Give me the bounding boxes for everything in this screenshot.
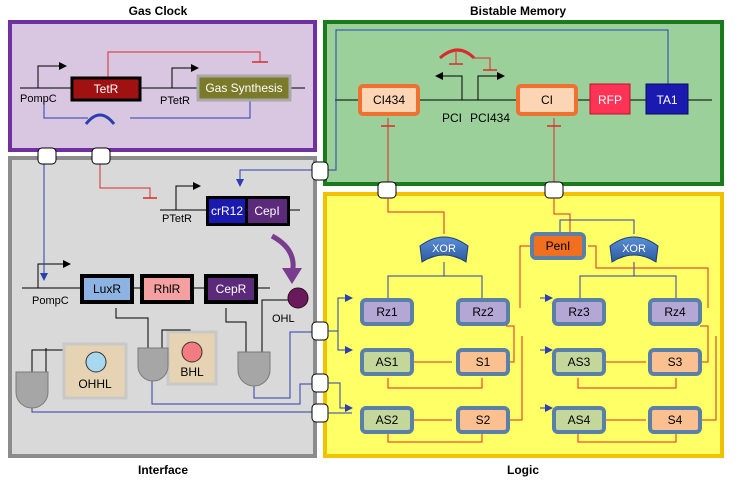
tetr-label: TetR xyxy=(94,82,119,96)
cepi-box xyxy=(248,199,287,223)
xor2-label: XOR xyxy=(622,243,646,255)
penl-box xyxy=(530,232,586,260)
ci434-label: CI434 xyxy=(373,93,405,107)
rfp-label: RFP xyxy=(598,93,622,107)
gas-synthesis-label: Gas Synthesis xyxy=(205,81,282,95)
rhlr-box xyxy=(144,278,190,300)
rz1-label: Rz1 xyxy=(376,305,398,319)
bhl-molecule xyxy=(181,341,203,363)
xor-gate-1 xyxy=(419,236,469,263)
logic-wiring xyxy=(328,198,717,443)
s3-box xyxy=(648,348,702,376)
cepi-label: CepI xyxy=(254,204,279,218)
as1-box xyxy=(360,348,414,376)
ohhl-molecule xyxy=(85,351,107,373)
as3-box xyxy=(552,348,606,376)
ci434-box xyxy=(358,84,420,116)
rz4-box xyxy=(648,298,702,326)
title-logic: Logic xyxy=(507,463,539,477)
cepr-box xyxy=(208,278,254,300)
s4-box xyxy=(648,406,702,434)
ohhl-label: OHHL xyxy=(78,377,112,391)
and-gate-2 xyxy=(137,347,169,382)
s2-label: S2 xyxy=(476,413,491,427)
title-bistable-memory: Bistable Memory xyxy=(470,4,566,18)
s2-box xyxy=(456,406,510,434)
ta1-label: TA1 xyxy=(656,93,677,107)
s1-label: S1 xyxy=(476,355,491,369)
pci-label: PCI xyxy=(442,111,462,125)
ohl-label: OHL xyxy=(272,313,295,325)
interface-pompc-label: PompC xyxy=(32,295,69,307)
as3-label: AS3 xyxy=(568,355,591,369)
gas-clock-promoter1-label: PompC xyxy=(20,93,57,105)
and-gate-3 xyxy=(237,351,271,387)
xor-gate-2 xyxy=(609,236,659,263)
and-gate-1 xyxy=(15,371,49,409)
rhlr-label: RhlR xyxy=(154,282,181,296)
gas-synthesis-box xyxy=(196,74,292,102)
luxr-label: LuxR xyxy=(93,282,121,296)
bhl-box xyxy=(166,330,218,386)
as2-box xyxy=(360,406,414,434)
crr12-box xyxy=(209,199,245,223)
bhl-label: BHL xyxy=(180,365,204,379)
gas-clock-promoter2-label: PTetR xyxy=(160,95,190,107)
s1-box xyxy=(456,348,510,376)
pci434-label: PCI434 xyxy=(470,111,510,125)
ohl-molecule xyxy=(287,287,309,309)
cepr-label: CepR xyxy=(216,282,247,296)
rfp-box xyxy=(589,83,631,115)
ci-label: CI xyxy=(541,93,553,107)
s3-label: S3 xyxy=(668,355,683,369)
rz1-box xyxy=(360,298,414,326)
as4-label: AS4 xyxy=(568,413,591,427)
rz2-label: Rz2 xyxy=(472,305,494,319)
rz2-box xyxy=(456,298,510,326)
rz3-label: Rz3 xyxy=(568,305,590,319)
rz4-label: Rz4 xyxy=(664,305,686,319)
penl-label: PenI xyxy=(546,239,571,253)
ta1-box xyxy=(645,83,689,115)
as4-box xyxy=(552,406,606,434)
xor1-label: XOR xyxy=(432,243,456,255)
title-interface: Interface xyxy=(138,463,188,477)
rz3-box xyxy=(552,298,606,326)
interface-ptetr-label: PTetR xyxy=(162,213,192,225)
channel-connectors xyxy=(37,147,564,423)
as2-label: AS2 xyxy=(376,413,399,427)
ci-box xyxy=(516,84,578,116)
s4-label: S4 xyxy=(668,413,683,427)
title-gas-clock: Gas Clock xyxy=(129,4,188,18)
luxr-box xyxy=(84,278,130,300)
as1-label: AS1 xyxy=(376,355,399,369)
crr12-label: crR12 xyxy=(211,204,243,218)
